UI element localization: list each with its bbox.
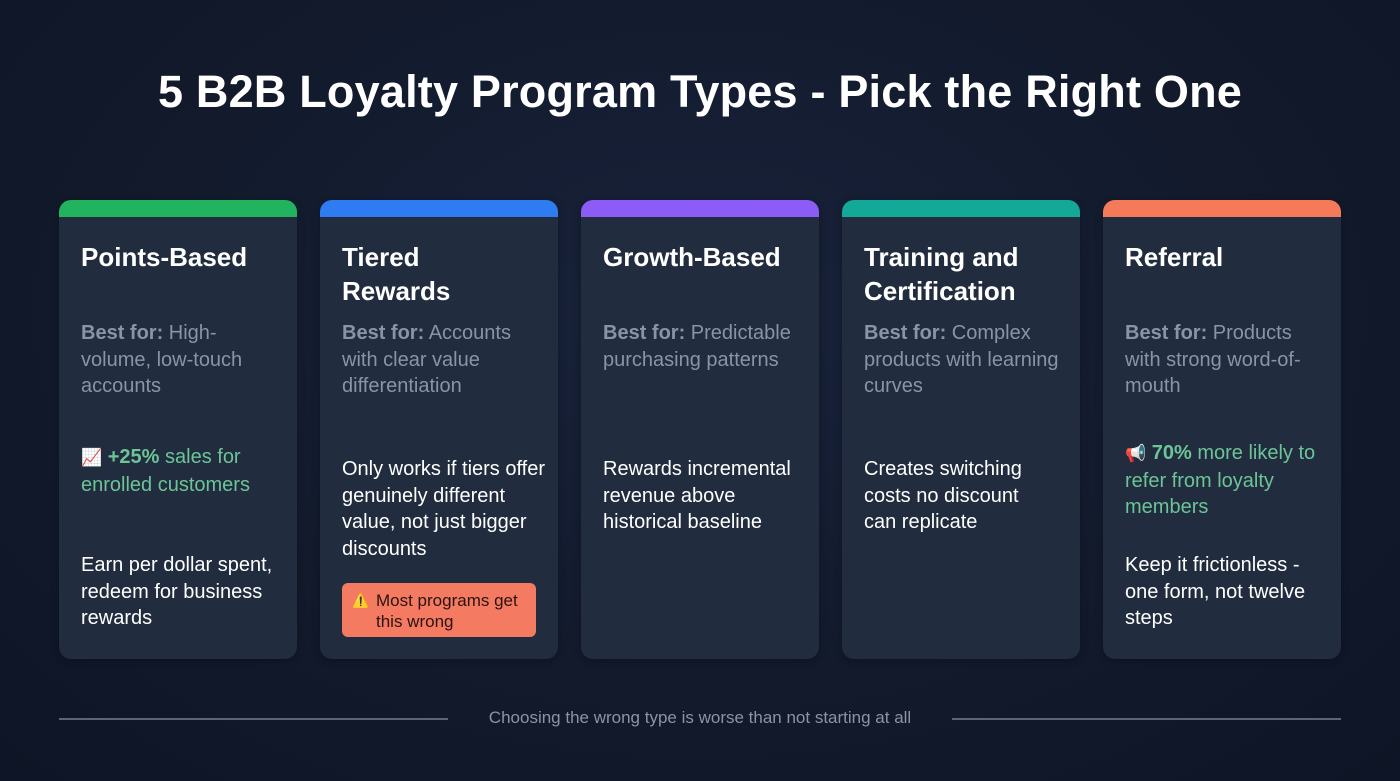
footer-divider-right (952, 718, 1341, 720)
best-for-label: Best for: (342, 322, 425, 344)
card-referral: Referral Best for: Products with strong … (1103, 200, 1341, 659)
card-description: Keep it frictionless - one form, not twe… (1125, 554, 1306, 629)
chart-increasing-icon: 📈 (81, 448, 103, 467)
page-title: 5 B2B Loyalty Program Types - Pick the R… (157, 66, 1243, 117)
best-for-label: Best for: (1125, 322, 1208, 344)
best-for: Best for: Products with strong word-of-m… (1125, 320, 1327, 400)
megaphone-icon: 📢 (1125, 444, 1147, 463)
warning-text: Most programs get this wrong (376, 591, 518, 631)
card-training-certification: Training and Certification Best for: Com… (842, 200, 1080, 659)
warning-badge: ⚠️ Most programs get this wrong (342, 583, 536, 637)
stat-callout: 📢 70% more likely to refer from loyalty … (1125, 440, 1327, 521)
card-points-based: Points-Based Best for: High-volume, low-… (59, 200, 297, 659)
card-title: Points-Based (81, 242, 248, 272)
accent-bar (1103, 200, 1341, 217)
best-for-label: Best for: (864, 322, 947, 344)
card-description: Earn per dollar spent, redeem for busine… (81, 554, 273, 629)
best-for: Best for: Accounts with clear value diff… (342, 320, 544, 400)
stat-value: 70% (1151, 442, 1192, 464)
card-tiered-rewards: Tiered Rewards Best for: Accounts with c… (320, 200, 558, 659)
stat-callout: 📈 +25% sales for enrolled customers (81, 444, 283, 498)
card-title: Tiered Rewards (342, 242, 451, 306)
best-for-label: Best for: (81, 322, 164, 344)
best-for-text: High-volume, low-touch accounts (81, 322, 243, 397)
stat-text: sales for enrolled customers (81, 446, 250, 496)
best-for-text: Complex products with learning curves (864, 322, 1059, 397)
stat-value: +25% (107, 446, 160, 468)
best-for: Best for: Complex products with learning… (864, 320, 1066, 400)
best-for: Best for: High-volume, low-touch account… (81, 320, 283, 400)
card-title: Referral (1125, 242, 1224, 272)
footer-divider-left (59, 718, 448, 720)
best-for: Best for: Predictable purchasing pattern… (603, 320, 799, 373)
stat-text: more likely to refer from loyalty member… (1125, 442, 1316, 518)
accent-bar (581, 200, 819, 217)
accent-bar (320, 200, 558, 217)
card-title: Training and Certification (864, 242, 1019, 306)
best-for-text: Predictable purchasing patterns (603, 322, 791, 371)
accent-bar (59, 200, 297, 217)
card-growth-based: Growth-Based Best for: Predictable purch… (581, 200, 819, 659)
card-description: Rewards incremental revenue above histor… (603, 458, 791, 533)
best-for-text: Accounts with clear value differentiatio… (342, 322, 511, 397)
warning-icon: ⚠️ (352, 592, 370, 608)
best-for-label: Best for: (603, 322, 686, 344)
footer-caption: Choosing the wrong type is worse than no… (488, 708, 912, 727)
best-for-text: Products with strong word-of-mouth (1125, 322, 1301, 397)
card-description: Creates switching costs no discount can … (864, 458, 1022, 533)
card-title: Growth-Based (603, 242, 781, 272)
accent-bar (842, 200, 1080, 217)
card-description: Only works if tiers offer genuinely diff… (342, 458, 546, 560)
